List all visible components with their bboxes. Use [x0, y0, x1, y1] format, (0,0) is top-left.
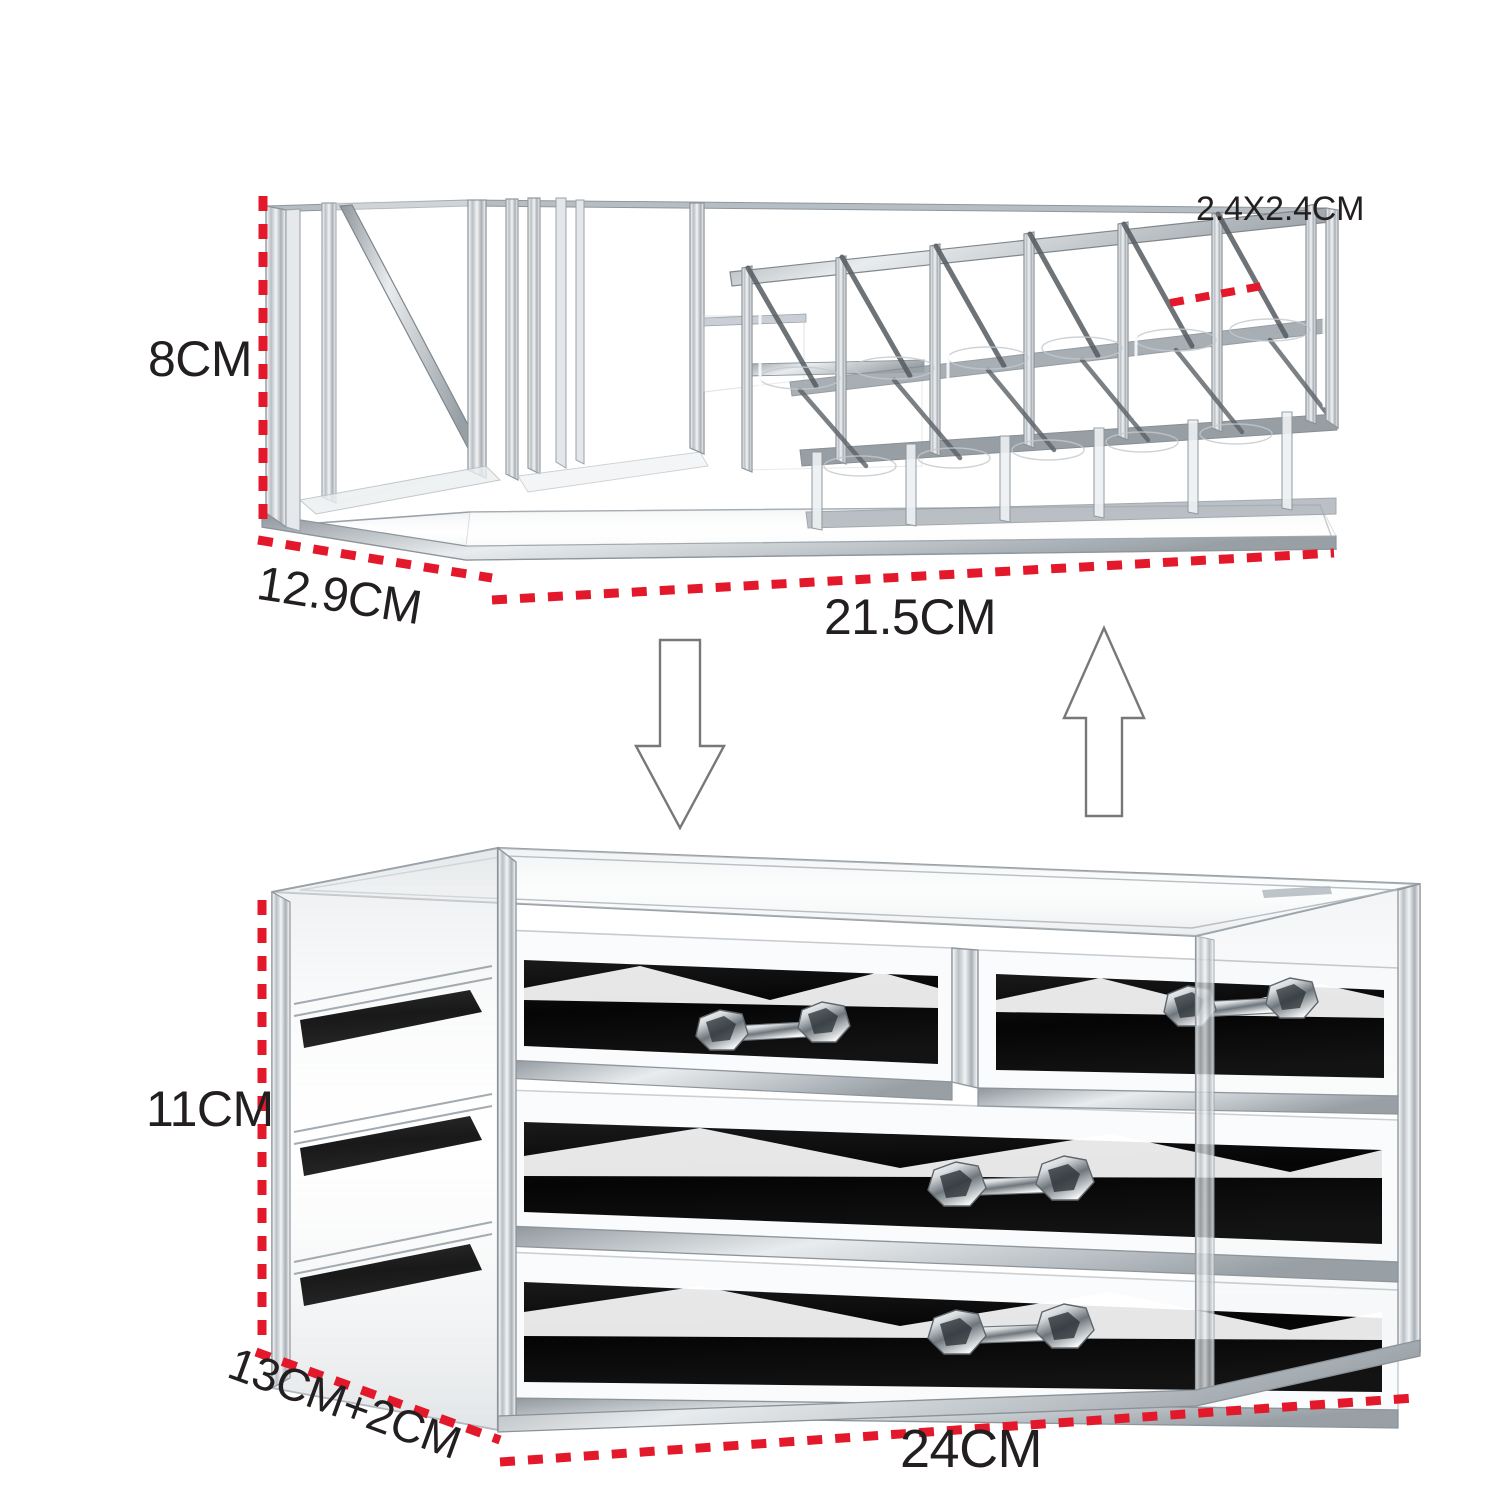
- drawer-knob[interactable]: [927, 1303, 1095, 1355]
- leader-line-compartment: [1169, 282, 1263, 307]
- label-bottom-height: 11CM: [146, 1081, 274, 1137]
- label-compartment-size: 2.4X2.4CM: [1196, 190, 1365, 228]
- tray-right-wall: [1325, 207, 1339, 430]
- assembly-up-arrow: [1062, 625, 1146, 818]
- drawer-top-right[interactable]: [977, 949, 1399, 1115]
- dimension-line-21-5cm: [491, 548, 1335, 605]
- label-top-height: 8CM: [148, 331, 253, 387]
- tray-left-brush-compartment: [265, 199, 502, 532]
- bottom-drawer-unit: [271, 846, 1421, 1433]
- label-bottom-width: 24CM: [900, 1419, 1043, 1479]
- tray-lipstick-grid: [729, 203, 1338, 531]
- dimension-line-12-9cm: [257, 535, 493, 583]
- label-top-width: 21.5CM: [824, 589, 997, 645]
- top-organizer-tray: [261, 197, 1339, 561]
- drawer-knob[interactable]: [695, 1001, 851, 1051]
- assembly-down-arrow: [633, 638, 727, 831]
- drawer-knob[interactable]: [927, 1155, 1095, 1207]
- tray-mid-riser: [689, 202, 925, 471]
- drawer-unit-base-plinth: [497, 1339, 1421, 1433]
- drawer-top-left[interactable]: [503, 929, 953, 1101]
- left-panel-interior: [293, 965, 493, 1306]
- drawer-knob[interactable]: [1163, 977, 1319, 1027]
- tray-center-slots: [505, 197, 709, 493]
- dimension-line-24cm: [499, 1393, 1415, 1467]
